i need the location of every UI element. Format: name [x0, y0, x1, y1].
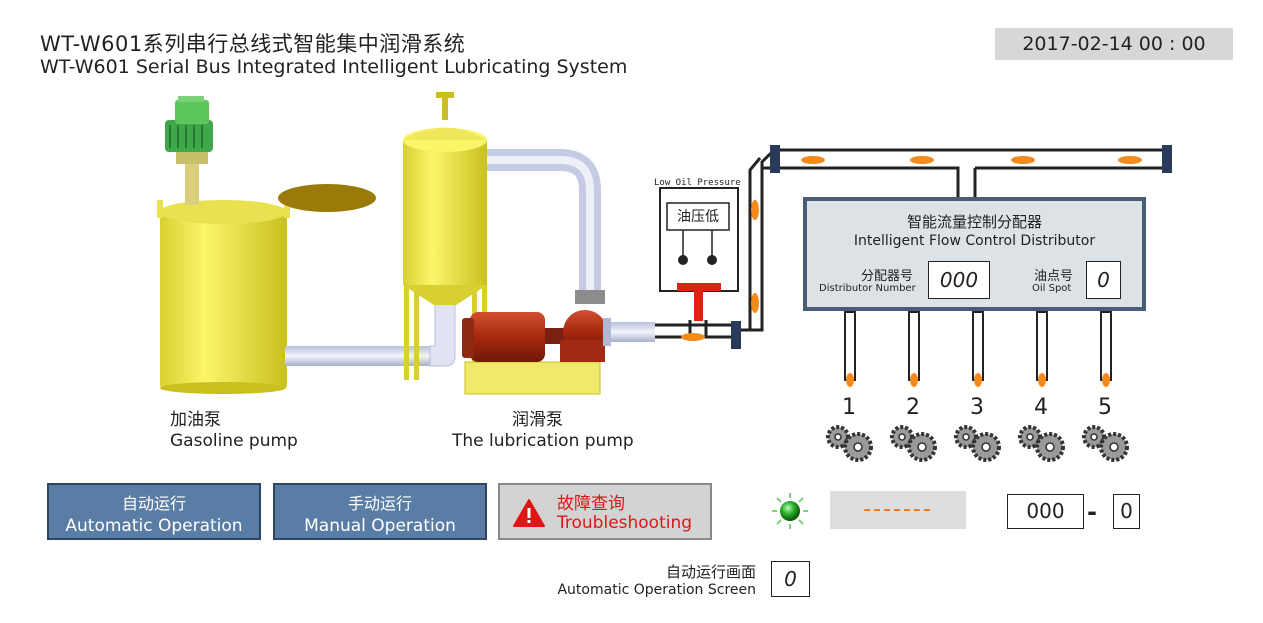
- outlet-number: 5: [1098, 395, 1112, 420]
- screen-label-cn: 自动运行画面: [665, 563, 756, 581]
- gasoline-pump-tank: [157, 96, 290, 394]
- warning-icon: [513, 499, 545, 527]
- gasoline-pump-label-en: Gasoline pump: [170, 431, 298, 451]
- manual-operation-button[interactable]: 手动运行 Manual Operation: [273, 483, 487, 540]
- distributor-number-label-cn: 分配器号: [861, 269, 914, 284]
- troubleshooting-label-en: Troubleshooting: [557, 513, 693, 533]
- automatic-operation-label-cn: 自动运行: [121, 494, 186, 513]
- manual-operation-label-cn: 手动运行: [347, 494, 412, 513]
- distributor-panel: 智能流量控制分配器 Intelligent Flow Control Distr…: [803, 197, 1146, 311]
- error-spot-display: 0: [1113, 494, 1140, 529]
- troubleshooting-button[interactable]: 故障查询 Troubleshooting: [498, 483, 712, 540]
- pressure-switch-label: Low Oil Pressure: [654, 178, 741, 188]
- error-distributor-display: 000: [1007, 494, 1084, 529]
- pressure-switch-cn: 油压低: [677, 209, 719, 225]
- gear-icons: [826, 425, 1129, 462]
- page-title-cn: WT-W601系列串行总线式智能集中润滑系统: [40, 32, 466, 56]
- error-separator: -: [1087, 498, 1097, 526]
- outlet-number: 2: [906, 395, 920, 420]
- screen-number-display: 0: [771, 561, 810, 597]
- oil-surface: [278, 184, 376, 212]
- pressure-switch: [659, 187, 739, 321]
- lube-pump-label-en: The lubrication pump: [452, 431, 634, 451]
- lube-pump-label-cn: 润滑泵: [512, 410, 563, 430]
- oil-drops: [681, 156, 1142, 341]
- outlet-number: 4: [1034, 395, 1048, 420]
- page-title-en: WT-W601 Serial Bus Integrated Intelligen…: [40, 56, 628, 78]
- status-led-icon: [772, 493, 808, 529]
- manual-operation-label-en: Manual Operation: [304, 516, 456, 536]
- screen-label-en: Automatic Operation Screen: [557, 582, 756, 598]
- datetime-display: 2017-02-14 00 : 00: [995, 28, 1233, 60]
- outlet-number: 1: [842, 395, 856, 420]
- distributor-title-cn: 智能流量控制分配器: [906, 213, 1042, 231]
- oil-spot-display: 0: [1086, 261, 1121, 299]
- status-message: -------: [830, 491, 966, 529]
- outlet-number: 3: [970, 395, 984, 420]
- distributor-number-label-en: Distributor Number: [819, 283, 916, 294]
- gasoline-pump-label-cn: 加油泵: [170, 410, 221, 430]
- automatic-operation-label-en: Automatic Operation: [65, 516, 243, 536]
- distributor-outlets: [844, 311, 1112, 387]
- distributor-title-en: Intelligent Flow Control Distributor: [853, 233, 1096, 249]
- distributor-number-display: 000: [928, 261, 990, 299]
- oil-spot-label-en: Oil Spot: [1032, 283, 1072, 294]
- automatic-operation-button[interactable]: 自动运行 Automatic Operation: [47, 483, 261, 540]
- oil-spot-label-cn: 油点号: [1034, 269, 1074, 284]
- lubrication-pump: [462, 310, 655, 395]
- troubleshooting-label-cn: 故障查询: [557, 494, 625, 514]
